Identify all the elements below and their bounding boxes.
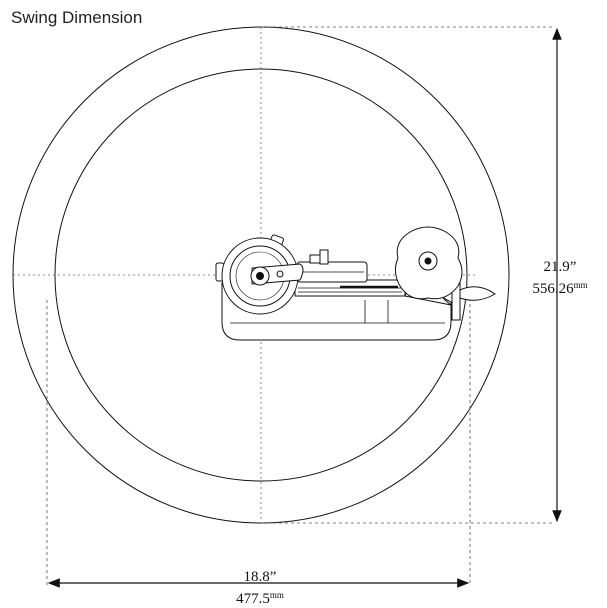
right-end-tip <box>459 286 496 301</box>
horizontal-dimension-mm: 477.5mm <box>236 590 284 607</box>
vertical-dimension-inches: 21.9” <box>543 259 577 275</box>
horizontal-dimension-label: 18.8” 477.5mm <box>205 568 315 608</box>
diagram-title: Swing Dimension <box>11 8 143 27</box>
vertical-dimension-mm: 556.26mm <box>532 280 588 297</box>
vertical-dimension-label: 21.9” 556.26mm <box>515 258 605 298</box>
machine-body <box>215 226 496 341</box>
horizontal-dimension-inches: 18.8” <box>243 569 277 585</box>
